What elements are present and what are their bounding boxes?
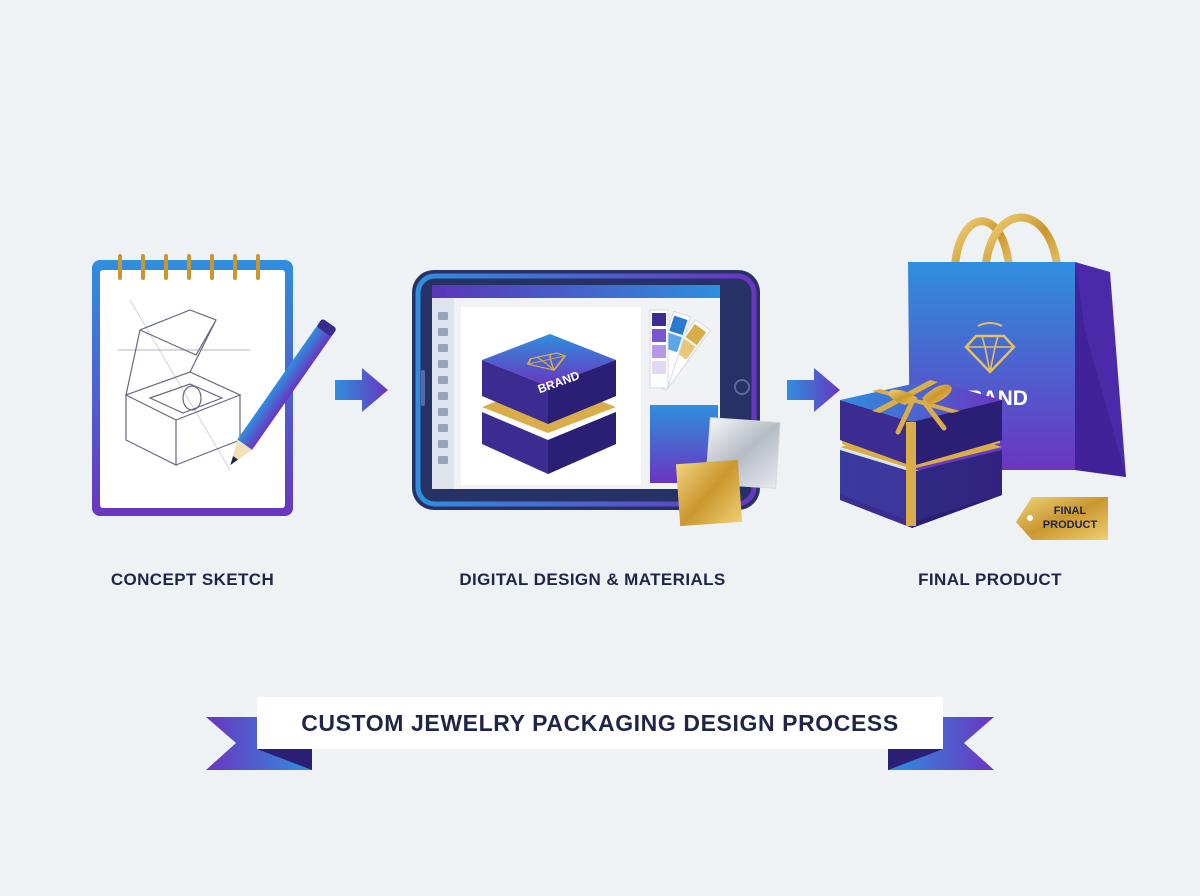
tool-palette <box>438 312 448 464</box>
shopping-bag-gift-icon: BRAND FINAL PRODUCT <box>840 213 1126 540</box>
step-label-concept-sketch: CONCEPT SKETCH <box>110 570 275 589</box>
tag-text-line1: FINAL <box>1054 505 1087 517</box>
tag-text-line2: PRODUCT <box>1043 519 1098 531</box>
step-label-digital-design: DIGITAL DESIGN & MATERIALS <box>459 570 726 589</box>
arrow-right-icon <box>335 368 388 412</box>
diamond-logo-icon <box>964 322 1016 374</box>
arrow-right-icon <box>787 368 840 412</box>
final-product-tag-icon <box>1016 497 1108 540</box>
color-swatch-fan-icon <box>649 309 711 392</box>
title-ribbon-banner <box>206 697 994 770</box>
jewelry-box-render <box>482 334 616 474</box>
gift-box-icon <box>840 380 1002 528</box>
banner-title: CUSTOM JEWELRY PACKAGING DESIGN PROCESS <box>301 710 899 736</box>
material-swatches-icon <box>675 417 781 527</box>
tablet-design-icon: BRAND <box>412 270 781 527</box>
step-label-final-product: FINAL PRODUCT <box>918 570 1062 589</box>
spiral-rings <box>118 254 260 280</box>
pencil-icon <box>230 319 336 466</box>
sketchpad-with-pencil-icon <box>92 254 336 516</box>
